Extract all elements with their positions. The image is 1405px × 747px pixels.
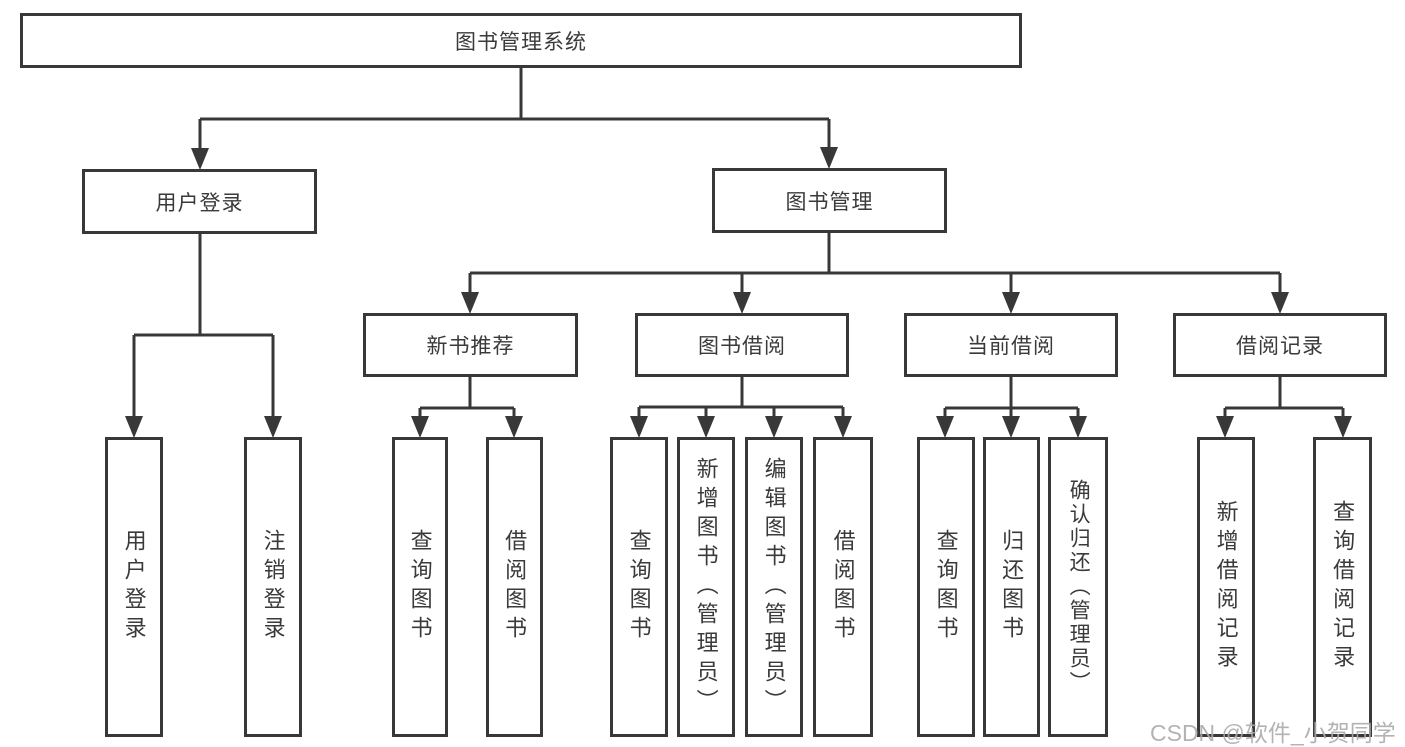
leaf-query-borrow-record: 查询借阅记录 (1313, 437, 1372, 737)
node-label: 借阅记录 (1236, 335, 1324, 358)
leaf-label: 借阅图书 (830, 529, 856, 645)
leaf-borrow-books: 借阅图书 (813, 437, 873, 737)
node-label: 图书管理系统 (455, 30, 587, 54)
leaf-label: 查询图书 (626, 529, 652, 645)
node-new-book-recommend: 新书推荐 (363, 313, 578, 377)
leaf-label: 查询图书 (933, 529, 959, 645)
leaf-user-login: 用户登录 (105, 437, 163, 737)
leaf-label: 确认归还（管理员） (1067, 479, 1091, 695)
leaf-borrow-books-recommend: 借阅图书 (486, 437, 543, 737)
node-label: 新书推荐 (426, 335, 515, 358)
node-label: 图书管理 (785, 190, 874, 214)
node-label: 用户登录 (155, 191, 244, 215)
arrowhead-icons (125, 147, 1352, 438)
leaf-label: 新增图书（管理员） (693, 456, 719, 718)
node-borrowing-records: 借阅记录 (1173, 313, 1387, 377)
node-book-management: 图书管理 (712, 168, 947, 233)
leaf-label: 查询图书 (407, 529, 433, 645)
leaf-label: 新增借阅记录 (1213, 500, 1239, 674)
node-current-borrowing: 当前借阅 (904, 313, 1118, 377)
leaf-label: 借阅图书 (502, 529, 528, 645)
node-label: 图书借阅 (698, 335, 786, 358)
node-user-login: 用户登录 (82, 169, 317, 234)
leaf-label: 用户登录 (121, 529, 147, 645)
leaf-return-books: 归还图书 (983, 437, 1040, 737)
csdn-watermark: CSDN @软件_小贺同学 (1150, 720, 1396, 746)
leaf-query-books-recommend: 查询图书 (392, 437, 448, 737)
node-library-management-system: 图书管理系统 (20, 13, 1022, 68)
leaf-label: 注销登录 (260, 529, 286, 645)
node-book-borrowing: 图书借阅 (635, 313, 849, 377)
node-label: 当前借阅 (967, 335, 1055, 358)
leaf-edit-books-admin: 编辑图书（管理员） (745, 437, 803, 737)
leaf-query-books-current: 查询图书 (917, 437, 975, 737)
leaf-label: 查询借阅记录 (1330, 500, 1356, 674)
leaf-add-borrow-record: 新增借阅记录 (1197, 437, 1255, 737)
leaf-logout: 注销登录 (244, 437, 302, 737)
leaf-label: 编辑图书（管理员） (761, 456, 787, 718)
leaf-confirm-return-admin: 确认归还（管理员） (1048, 437, 1108, 737)
leaf-label: 归还图书 (999, 529, 1025, 645)
leaf-query-books-borrowing: 查询图书 (610, 437, 668, 737)
leaf-add-books-admin: 新增图书（管理员） (677, 437, 735, 737)
